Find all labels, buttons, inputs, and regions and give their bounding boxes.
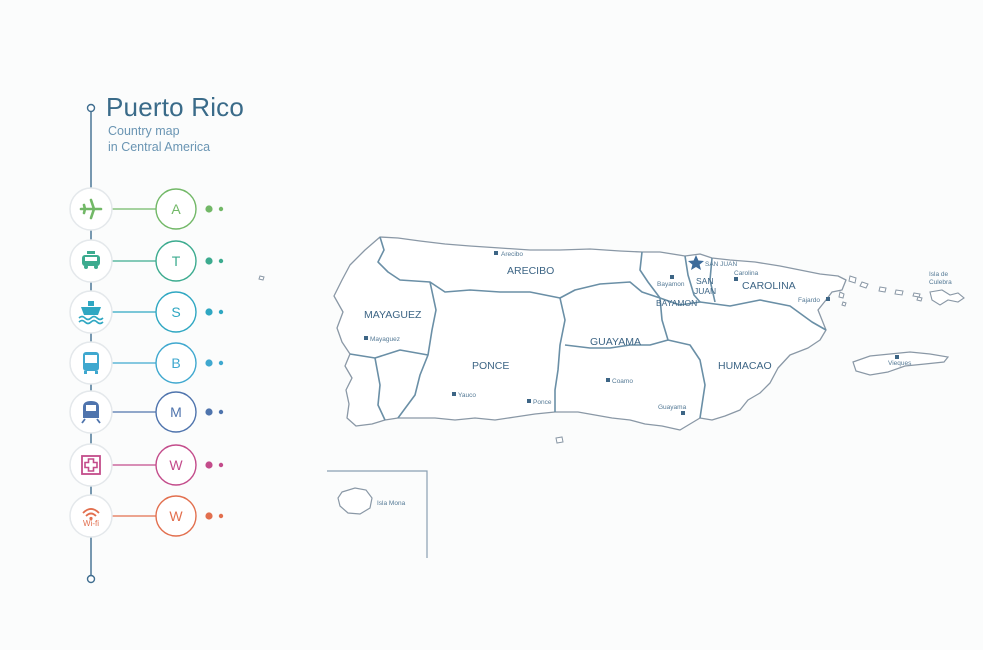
- city-label-guayama: Guayama: [658, 404, 687, 411]
- legend-row: S: [69, 290, 224, 334]
- city-marker-guayama: [681, 411, 685, 415]
- legend-row: M: [69, 390, 224, 434]
- legend-dot-small: [218, 513, 224, 519]
- city-marker-bayamon: [670, 275, 674, 279]
- legend-dot-small: [218, 258, 224, 264]
- legend-row: Wi-fi W: [69, 494, 224, 538]
- legend-letter: S: [171, 304, 180, 320]
- city-label-culebra: Culebra: [929, 279, 952, 286]
- city-marker-vieques: [895, 355, 899, 359]
- legend-letter-circle: [155, 495, 197, 537]
- city-label-coamo: Coamo: [612, 378, 633, 385]
- region-label-bayamon: BAYAMON: [656, 298, 697, 308]
- metro-icon: [81, 401, 101, 424]
- city-markers: [364, 251, 899, 415]
- city-marker-ponce: [527, 399, 531, 403]
- legend-dot-large: [205, 461, 213, 469]
- city-label-arecibo: Arecibo: [501, 251, 523, 258]
- region-label-arecibo: ARECIBO: [507, 265, 554, 277]
- legend-letter: W: [169, 457, 183, 473]
- legend-dot-large: [205, 512, 213, 520]
- city-labels: Arecibo Mayaguez Yauco Ponce Coamo Guaya…: [370, 251, 952, 507]
- city-label-mayaguez: Mayaguez: [370, 336, 400, 343]
- legend-icon-circle: [69, 494, 113, 538]
- cays: [258, 275, 923, 444]
- city-label-isla-de: Isla de: [929, 271, 949, 278]
- city-label-san-juan: SAN JUAN: [705, 261, 737, 268]
- legend-row: W: [69, 443, 224, 487]
- city-marker-fajardo: [826, 297, 830, 301]
- bus-icon: [83, 352, 99, 374]
- city-label-fajardo: Fajardo: [798, 297, 820, 304]
- city-marker-arecibo: [494, 251, 498, 255]
- legend-letter: T: [172, 253, 181, 269]
- subtitle-line-2: in Central America: [108, 140, 211, 154]
- region-label-ponce: PONCE: [472, 360, 509, 372]
- legend-letter: M: [170, 404, 182, 420]
- legend-dot-large: [205, 205, 213, 213]
- legend-dot-small: [218, 462, 224, 468]
- legend-dot-small: [218, 360, 224, 366]
- legend-row: B: [69, 341, 224, 385]
- isla-mona-island: [337, 487, 373, 515]
- city-label-bayamon: Bayamon: [657, 281, 685, 288]
- wifi-icon-label: Wi-fi: [83, 519, 99, 528]
- legend-dot-large: [205, 257, 213, 265]
- city-label-vieques: Vieques: [888, 360, 912, 367]
- taxi-icon: [82, 251, 100, 269]
- ship-icon: [78, 301, 104, 325]
- legend-letter-circle: [155, 291, 197, 333]
- region-label-humacao: HUMACAO: [718, 360, 772, 372]
- city-label-isla-mona: Isla Mona: [377, 500, 406, 507]
- region-label-juan: JUAN: [694, 286, 716, 296]
- legend-dot-large: [205, 308, 213, 316]
- region-labels: ARECIBO MAYAGUEZ PONCE GUAYAMA HUMACAO C…: [364, 265, 796, 372]
- capital-star-icon: [688, 255, 704, 270]
- wifi-icon: [82, 508, 100, 521]
- city-marker-coamo: [606, 378, 610, 382]
- legend-letter-circle: [155, 444, 197, 486]
- page-title: Puerto Rico: [106, 92, 245, 122]
- timeline-start-dot: [86, 103, 96, 113]
- city-label-carolina: Carolina: [734, 270, 759, 277]
- legend-row: A: [69, 187, 224, 231]
- legend-letter-circle: [155, 188, 197, 230]
- legend-letter-circle: [155, 391, 197, 433]
- region-borders: [349, 236, 827, 421]
- legend-dot-large: [205, 408, 213, 416]
- legend-dot-small: [218, 206, 224, 212]
- legend-letter: B: [171, 355, 180, 371]
- legend-dot-small: [218, 409, 224, 415]
- legend-letter: W: [169, 508, 183, 524]
- legend-letter: A: [171, 201, 181, 217]
- city-marker-carolina: [734, 277, 738, 281]
- legend-dot-large: [205, 359, 213, 367]
- culebra-island: [929, 289, 965, 306]
- airplane-icon: [79, 198, 103, 220]
- city-marker-mayaguez: [364, 336, 368, 340]
- legend-letter-circle: [155, 342, 197, 384]
- legend-dot-small: [218, 309, 224, 315]
- region-label-san: SAN: [696, 276, 713, 286]
- inset-border: [327, 470, 428, 558]
- hospital-icon: [81, 455, 101, 475]
- region-label-carolina: CAROLINA: [742, 280, 796, 292]
- legend-row: T: [69, 239, 224, 283]
- city-label-ponce: Ponce: [533, 399, 552, 406]
- city-label-yauco: Yauco: [458, 392, 476, 399]
- legend-letter-circle: [155, 240, 197, 282]
- vieques-island: [852, 351, 950, 376]
- city-marker-yauco: [452, 392, 456, 396]
- subtitle-line-1: Country map: [108, 124, 180, 138]
- region-label-mayaguez: MAYAGUEZ: [364, 309, 422, 321]
- region-label-guayama: GUAYAMA: [590, 336, 641, 348]
- legend-icon-circle: [69, 443, 113, 487]
- timeline-end-dot: [86, 574, 96, 584]
